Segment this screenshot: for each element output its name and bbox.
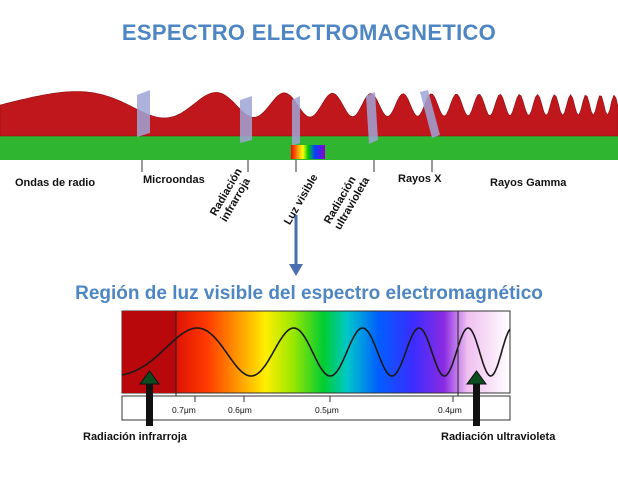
diagram-title: ESPECTRO ELECTROMAGNETICO xyxy=(121,20,497,45)
bottom-label-infrared: Radiación infrarroja xyxy=(83,431,187,443)
visible-spectrum-swatch xyxy=(291,145,325,159)
wave-surface xyxy=(0,91,618,137)
ir-arrow-shaft xyxy=(146,380,153,426)
tick-label: 0.4μm xyxy=(438,405,462,415)
down-arrow-head xyxy=(289,264,303,276)
visible-region-subtitle: Región de luz visible del espectro elect… xyxy=(75,283,543,304)
label-x-rays: Rayos X xyxy=(398,173,442,185)
ir-arrow-head xyxy=(139,370,160,385)
tick-label: 0.5μm xyxy=(315,405,339,415)
spectrum-sine-wave xyxy=(121,327,511,377)
label-gamma-rays: Rayos Gamma xyxy=(490,177,567,189)
divider-plane xyxy=(366,92,378,144)
bottom-label-ultraviolet: Radiación ultravioleta xyxy=(441,431,556,443)
divider-plane xyxy=(420,90,440,138)
visible-spectrum-band xyxy=(121,310,511,394)
divider-plane xyxy=(137,90,150,137)
uv-arrow-shaft xyxy=(473,380,480,426)
tick-label: 0.7μm xyxy=(172,405,196,415)
label-radio-waves: Ondas de radio xyxy=(15,177,96,189)
divider-plane xyxy=(240,96,252,143)
tick-label: 0.6μm xyxy=(228,405,252,415)
label-microwaves: Microondas xyxy=(143,174,205,186)
divider-plane xyxy=(292,96,300,146)
uv-arrow-head xyxy=(466,370,487,385)
scale-bar xyxy=(121,395,511,421)
